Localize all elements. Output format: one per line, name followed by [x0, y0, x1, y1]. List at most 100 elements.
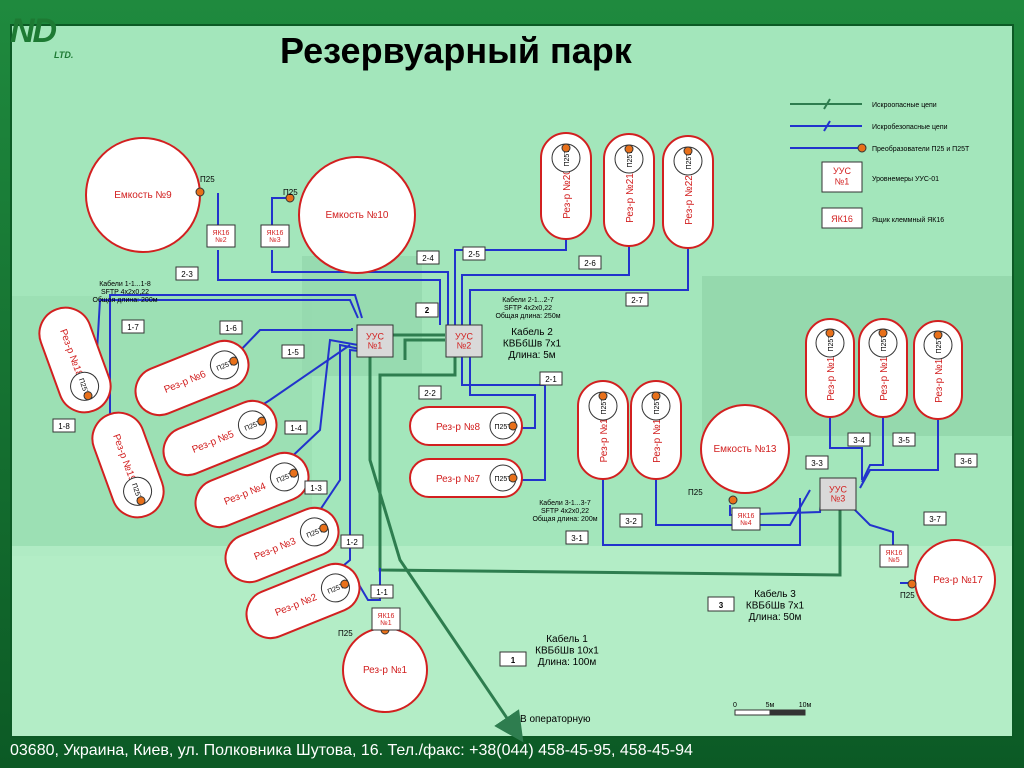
cable-tag: 3-4 [847, 432, 871, 447]
svg-text:2-5: 2-5 [468, 250, 480, 259]
tank-r7-label: Рез-р №7 [436, 474, 481, 485]
cable-tag: 2-1 [539, 371, 563, 386]
svg-text:1-5: 1-5 [287, 348, 299, 357]
cable-tag: 2-2 [418, 385, 442, 400]
sensor-dot [319, 523, 329, 533]
svg-text:2-1: 2-1 [545, 375, 557, 384]
legend-converters: Преобразователи П25 и П25Т [872, 145, 970, 153]
svg-text:3-6: 3-6 [960, 457, 972, 466]
round-tanks [85, 137, 996, 713]
tank-17[interactable] [914, 539, 996, 621]
sensor-p25t-label: П25Т [654, 397, 661, 415]
svg-text:№3: №3 [831, 494, 846, 504]
tank-1-label: Рез-р №1 [363, 665, 408, 676]
p25-label: П25 [200, 175, 215, 184]
svg-text:3-1: 3-1 [571, 534, 583, 543]
sensor-dot [933, 330, 943, 340]
sensor-dot [825, 328, 835, 338]
junction-boxes: ЯК16№2ЯК16№3ЯК16№1ЯК16№4ЯК16№5УУС№1УУС№2… [206, 224, 909, 631]
svg-text:3-2: 3-2 [625, 517, 637, 526]
footer-address: 03680, Украина, Киев, ул. Полковника Шут… [10, 742, 693, 759]
sensor-dot [598, 391, 608, 401]
sensor-dot [285, 193, 295, 203]
cable-tag: 2-3 [175, 266, 199, 281]
p25-label: П25 [900, 591, 915, 600]
svg-text:1-7: 1-7 [127, 323, 139, 332]
cable-tag: 1-8 [52, 418, 76, 433]
svg-text:1-4: 1-4 [290, 424, 302, 433]
cable-tag: 1-6 [219, 320, 243, 335]
sensor-p25t-label: П25Т [828, 334, 835, 352]
sensor-dot [683, 146, 693, 156]
svg-text:ЯК16: ЯК16 [267, 230, 284, 237]
cable-2-number: 2 [425, 306, 430, 315]
svg-text:ЯК16: ЯК16 [378, 613, 395, 620]
svg-text:3-7: 3-7 [929, 515, 941, 524]
cable-tag: 3-1 [565, 530, 589, 545]
tank-13-label: Емкость №13 [713, 444, 776, 455]
sensor-dot [195, 187, 205, 197]
sensor-p25t-label: П25Т [601, 397, 608, 415]
sensor-dot [289, 468, 299, 478]
scale-5: 5м [766, 702, 775, 709]
scale-0: 0 [733, 702, 737, 709]
svg-text:3-4: 3-4 [853, 436, 865, 445]
svg-text:№1: №1 [368, 341, 383, 351]
tank-13[interactable] [700, 404, 790, 494]
tank-17-label: Рез-р №17 [933, 575, 983, 586]
svg-text:ЯК16: ЯК16 [886, 550, 903, 557]
svg-text:№2: №2 [457, 341, 472, 351]
scale-10: 10м [799, 702, 812, 709]
cable-tag: 1-3 [304, 480, 328, 495]
cable-tag: 2-4 [416, 250, 440, 265]
svg-text:2-4: 2-4 [422, 254, 434, 263]
tank-r21-label: Рез-р №21 [625, 173, 636, 223]
tank-10[interactable] [298, 156, 416, 274]
sensor-dot [83, 391, 93, 401]
sensor-dot [229, 356, 239, 366]
sensor-p25t-label: П25Т [881, 334, 888, 352]
scale-bar: 0 5м 10м [733, 702, 812, 716]
p25-label: П25 [688, 488, 703, 497]
legend-yak-label: ЯК16 [831, 214, 853, 224]
cable-tag: 3-2 [619, 513, 643, 528]
cable-1-number: 1 [511, 656, 516, 665]
svg-text:№1: №1 [380, 620, 392, 627]
sensor-dot [561, 143, 571, 153]
sensor-p25t-label: П25Т [936, 336, 943, 354]
cable-tag: 1-4 [284, 420, 308, 435]
cable-tag: 2-7 [625, 292, 649, 307]
